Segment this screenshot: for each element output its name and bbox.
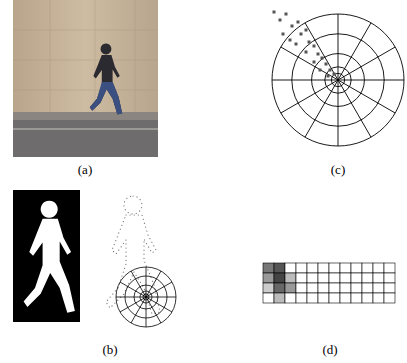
photo-panel <box>13 0 158 157</box>
panel-label: (a) <box>78 163 92 176</box>
panel-label: (d) <box>322 343 337 356</box>
log-polar-histogram <box>272 14 404 146</box>
small-log-polar-histogram <box>116 267 176 327</box>
silhouette-mask <box>13 190 80 322</box>
histogram-grid <box>263 263 395 303</box>
panel-label: (c) <box>331 163 345 176</box>
contour-points <box>106 196 160 314</box>
panel-label: (b) <box>102 343 117 356</box>
sample-points <box>273 11 336 78</box>
